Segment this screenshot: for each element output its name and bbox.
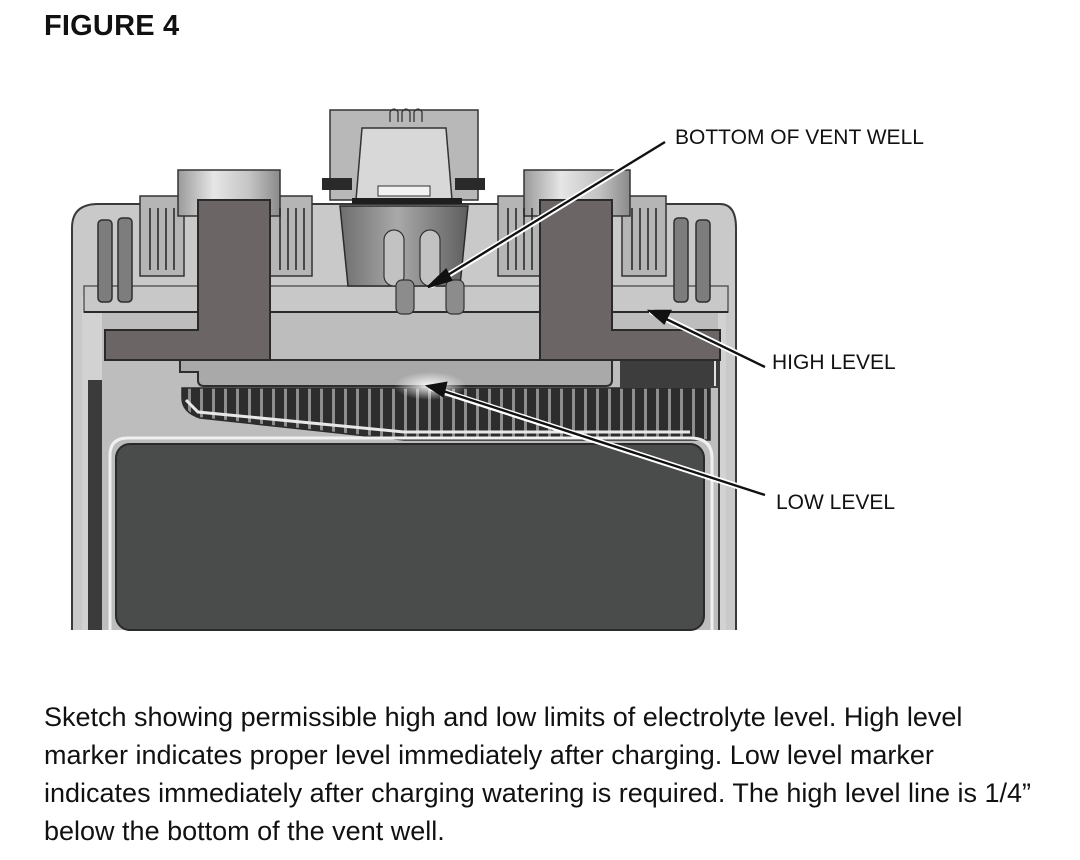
plate-strap [181, 387, 711, 441]
battery-plates [115, 443, 705, 631]
vent-well-arrow [437, 140, 666, 283]
low-level-arrow [439, 388, 766, 497]
figure-title: FIGURE 4 [44, 10, 180, 42]
vent-well [322, 108, 485, 315]
vent-well-label: BOTTOM OF VENT WELL [675, 126, 924, 149]
left-terminal-post [104, 169, 313, 361]
low-level-label: LOW LEVEL [776, 491, 896, 514]
vent-well-arrowhead [427, 268, 453, 289]
right-terminal-post [497, 169, 721, 361]
low-level-arrowhead [424, 381, 448, 398]
high-level-arrowhead [646, 309, 672, 325]
figure-caption: Sketch showing permissible high and low … [44, 702, 1032, 846]
high-level-label: HIGH LEVEL [772, 351, 896, 374]
case-ribs [97, 217, 711, 303]
high-level-arrow [659, 314, 766, 369]
